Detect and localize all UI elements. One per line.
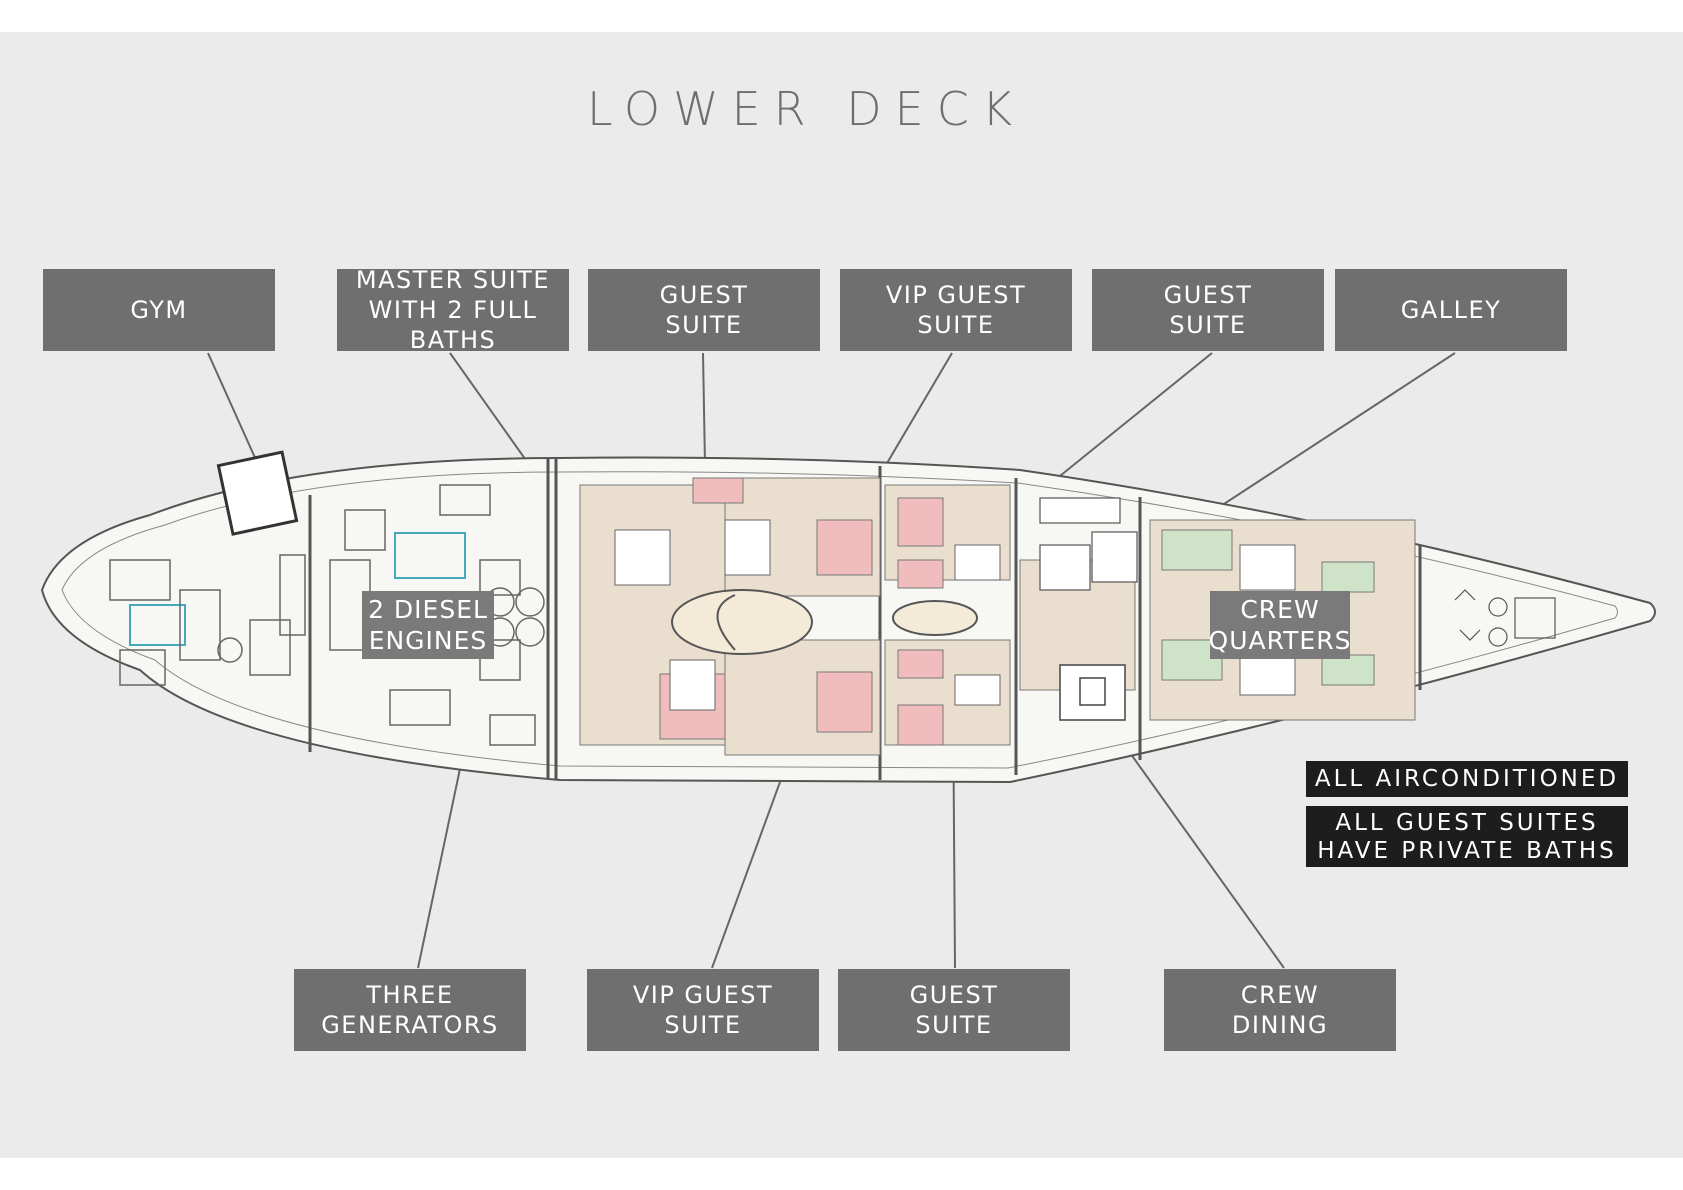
leader-vip-guest-suite-1 <box>879 352 953 476</box>
label-vip-guest-suite-2: VIP GUEST SUITE <box>587 969 819 1051</box>
label-guest-suite-3: GUEST SUITE <box>838 969 1070 1051</box>
bow-fittings <box>1454 589 1556 647</box>
central-lobby <box>671 589 813 655</box>
label-gym: GYM <box>43 269 275 351</box>
gym-hatch <box>216 450 299 536</box>
corridor-oval <box>892 600 978 636</box>
label-galley: GALLEY <box>1335 269 1567 351</box>
leader-guest-suite-2 <box>1054 352 1213 481</box>
crew-dining-table <box>1059 664 1126 721</box>
label-master-suite: MASTER SUITE WITH 2 FULL BATHS <box>337 266 569 354</box>
guest-beds <box>659 477 944 746</box>
gym-equipment <box>109 554 306 686</box>
label-guest-suite-2: GUEST SUITE <box>1092 269 1324 351</box>
spiral-stair <box>716 594 736 651</box>
bathrooms <box>614 519 1296 711</box>
note-airconditioned: ALL AIRCONDITIONED <box>1306 761 1628 797</box>
tank-outlines <box>129 532 466 646</box>
galley-counters <box>1039 497 1138 591</box>
note-private-baths: ALL GUEST SUITES HAVE PRIVATE BATHS <box>1306 806 1628 867</box>
label-crew-quarters: CREW QUARTERS <box>1209 591 1350 659</box>
leader-guest-suite-1 <box>702 352 706 466</box>
label-three-generators: THREE GENERATORS <box>294 969 526 1051</box>
label-guest-suite-1: GUEST SUITE <box>588 269 820 351</box>
label-vip-guest-suite-1: VIP GUEST SUITE <box>840 269 1072 351</box>
page-title: LOWER DECK <box>586 82 1026 136</box>
label-diesel-engines: 2 DIESEL ENGINES <box>362 591 494 659</box>
leader-three-generators <box>417 744 466 969</box>
label-crew-dining: CREW DINING <box>1164 969 1396 1051</box>
inner-hull-line <box>61 471 1618 769</box>
